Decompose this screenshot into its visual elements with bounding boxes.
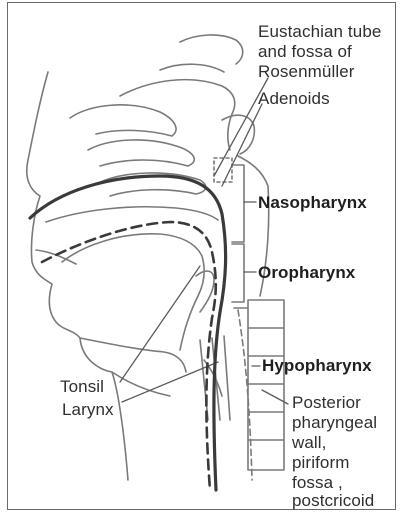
label-nasopharynx: Nasopharynx <box>258 192 367 213</box>
airway-line <box>30 176 226 490</box>
label-posterior-line4: piriform <box>292 452 349 473</box>
label-posterior-line1: Posterior <box>292 392 361 413</box>
cervical-spine <box>248 300 284 470</box>
oropharynx-bracket <box>232 244 244 302</box>
label-posterior-line6: postcricoid <box>292 490 374 511</box>
label-posterior-line2: pharyngeal <box>292 412 377 433</box>
label-eustachian-line2: and fossa of <box>258 41 352 62</box>
sphenoid-contour <box>160 64 224 72</box>
oral-dashed-line <box>42 222 216 490</box>
hard-palate <box>46 207 218 222</box>
label-oropharynx: Oropharynx <box>258 262 355 283</box>
label-eustachian-line3: Rosenmüller <box>258 61 355 82</box>
nasal-turbinate-upper <box>70 105 176 136</box>
posterior-wall-dashed <box>238 310 252 480</box>
nasal-turbinate-middle <box>88 140 194 166</box>
label-larynx: Larynx <box>62 399 114 420</box>
mandible-outline <box>80 338 186 372</box>
epiglottis <box>196 271 214 312</box>
label-posterior-line3: wall, <box>292 432 327 453</box>
neck-front <box>112 372 170 396</box>
label-adenoids: Adenoids <box>258 88 330 109</box>
label-hypopharynx: Hypopharynx <box>262 355 372 376</box>
leader-tonsil <box>120 266 200 382</box>
occipital-contour <box>180 35 243 64</box>
label-eustachian-line1: Eustachian tube <box>258 21 381 42</box>
label-tonsil: Tonsil <box>60 376 104 397</box>
nasopharynx-bracket <box>232 165 244 242</box>
